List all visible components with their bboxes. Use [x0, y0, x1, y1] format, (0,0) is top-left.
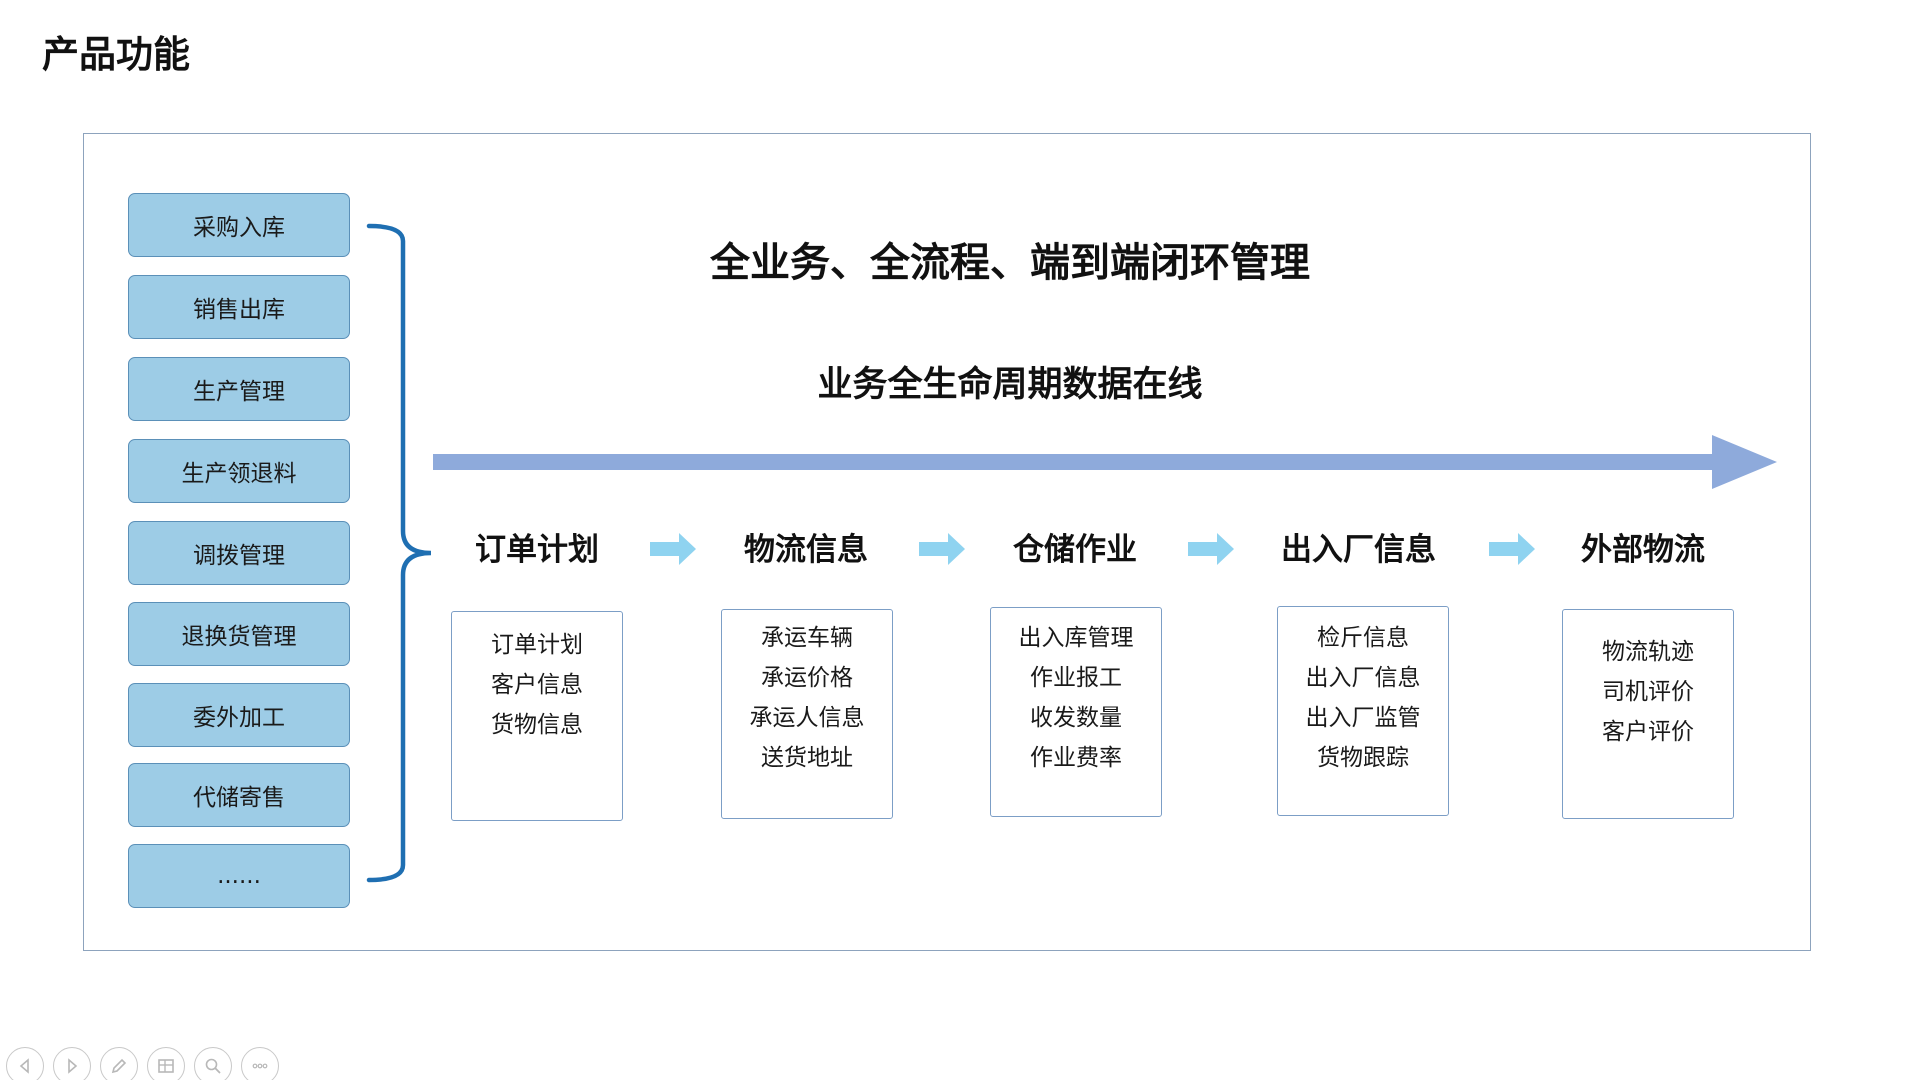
next-button[interactable]	[53, 1047, 91, 1080]
detail-item: 承运车辆	[761, 625, 853, 651]
detail-box-order: 订单计划 客户信息 货物信息	[451, 611, 623, 821]
detail-item: 订单计划	[491, 632, 583, 658]
stage-title-warehouse: 仓储作业	[1013, 532, 1137, 568]
detail-box-warehouse: 出入库管理 作业报工 收发数量 作业费率	[990, 607, 1162, 817]
detail-item: 作业费率	[1030, 745, 1122, 771]
module-item: 委外加工	[128, 683, 350, 747]
module-item: ......	[128, 844, 350, 908]
timeline-arrow	[433, 435, 1777, 489]
flow-arrow-icon	[1489, 533, 1535, 565]
flow-arrow-icon	[650, 533, 696, 565]
module-item: 代储寄售	[128, 763, 350, 827]
slides-button[interactable]	[147, 1047, 185, 1080]
detail-item: 承运人信息	[749, 705, 865, 731]
presentation-toolbar	[6, 1047, 279, 1080]
subheadline: 业务全生命周期数据在线	[817, 365, 1203, 405]
stage-title-gate: 出入厂信息	[1281, 532, 1436, 568]
pen-button[interactable]	[100, 1047, 138, 1080]
prev-button[interactable]	[6, 1047, 44, 1080]
flow-arrow-icon	[919, 533, 965, 565]
zoom-button[interactable]	[194, 1047, 232, 1080]
module-item: 生产管理	[128, 357, 350, 421]
flow-arrow-icon	[1188, 533, 1234, 565]
detail-item: 客户信息	[491, 672, 583, 698]
detail-item: 作业报工	[1030, 665, 1122, 691]
detail-item: 检斤信息	[1317, 625, 1409, 651]
detail-item: 出入库管理	[1018, 625, 1134, 651]
detail-item: 物流轨迹	[1602, 639, 1694, 665]
more-button[interactable]	[241, 1047, 279, 1080]
detail-item: 货物信息	[491, 712, 583, 738]
stage-title-logistics: 物流信息	[744, 532, 868, 568]
module-item: 调拨管理	[128, 521, 350, 585]
detail-item: 收发数量	[1030, 705, 1122, 731]
module-item: 生产领退料	[128, 439, 350, 503]
detail-item: 司机评价	[1602, 679, 1694, 705]
prev-icon	[19, 1058, 29, 1074]
detail-item: 出入厂监管	[1305, 705, 1421, 731]
curly-bracket	[366, 223, 432, 883]
stage-title-order: 订单计划	[475, 532, 599, 568]
headline: 全业务、全流程、端到端闭环管理	[710, 240, 1310, 286]
detail-item: 货物跟踪	[1317, 745, 1409, 771]
detail-item: 客户评价	[1602, 719, 1694, 745]
module-item: 退换货管理	[128, 602, 350, 666]
stage-title-external: 外部物流	[1581, 532, 1705, 568]
module-item: 采购入库	[128, 193, 350, 257]
module-item: 销售出库	[128, 275, 350, 339]
next-icon	[68, 1058, 78, 1074]
page-title: 产品功能	[42, 33, 190, 76]
slides-icon	[158, 1059, 174, 1073]
detail-box-gate: 检斤信息 出入厂信息 出入厂监管 货物跟踪	[1277, 606, 1449, 816]
detail-item: 送货地址	[761, 745, 853, 771]
detail-item: 出入厂信息	[1305, 665, 1421, 691]
zoom-icon	[205, 1058, 221, 1074]
more-icon	[252, 1063, 268, 1069]
detail-box-logistics: 承运车辆 承运价格 承运人信息 送货地址	[721, 609, 893, 819]
detail-box-external: 物流轨迹 司机评价 客户评价	[1562, 609, 1734, 819]
detail-item: 承运价格	[761, 665, 853, 691]
pen-icon	[111, 1058, 127, 1074]
